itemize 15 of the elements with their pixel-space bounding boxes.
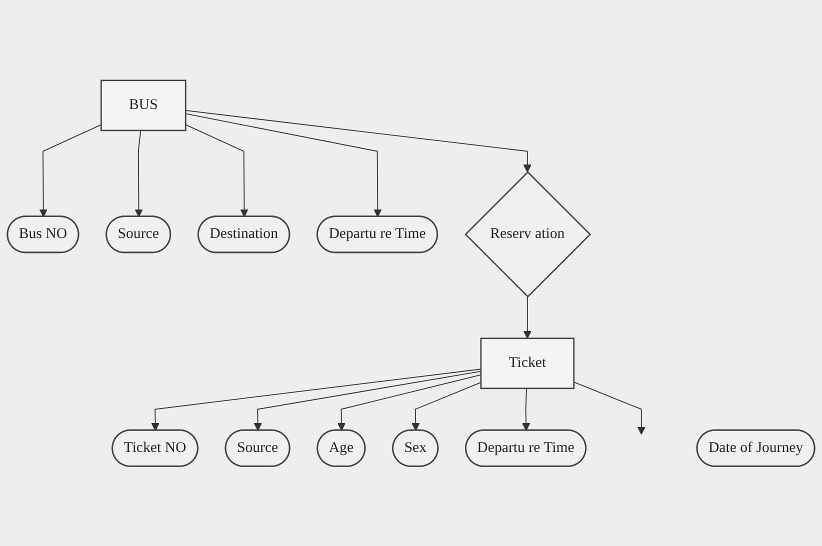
arrow: [39, 124, 102, 217]
arrow: [412, 382, 482, 431]
arrow: [185, 110, 532, 172]
arrow: [337, 374, 482, 431]
arrow: [573, 381, 646, 434]
arrow: [522, 388, 530, 431]
node-diamond: Reserv ation: [464, 170, 592, 298]
arrow: [151, 368, 482, 431]
node-box: Ticket: [480, 337, 575, 389]
arrow: [185, 112, 382, 217]
node-box: BUS: [100, 79, 186, 131]
arrow: [254, 370, 482, 431]
arrow: [134, 130, 143, 217]
arrow: [523, 296, 532, 338]
arrow: [185, 124, 248, 217]
